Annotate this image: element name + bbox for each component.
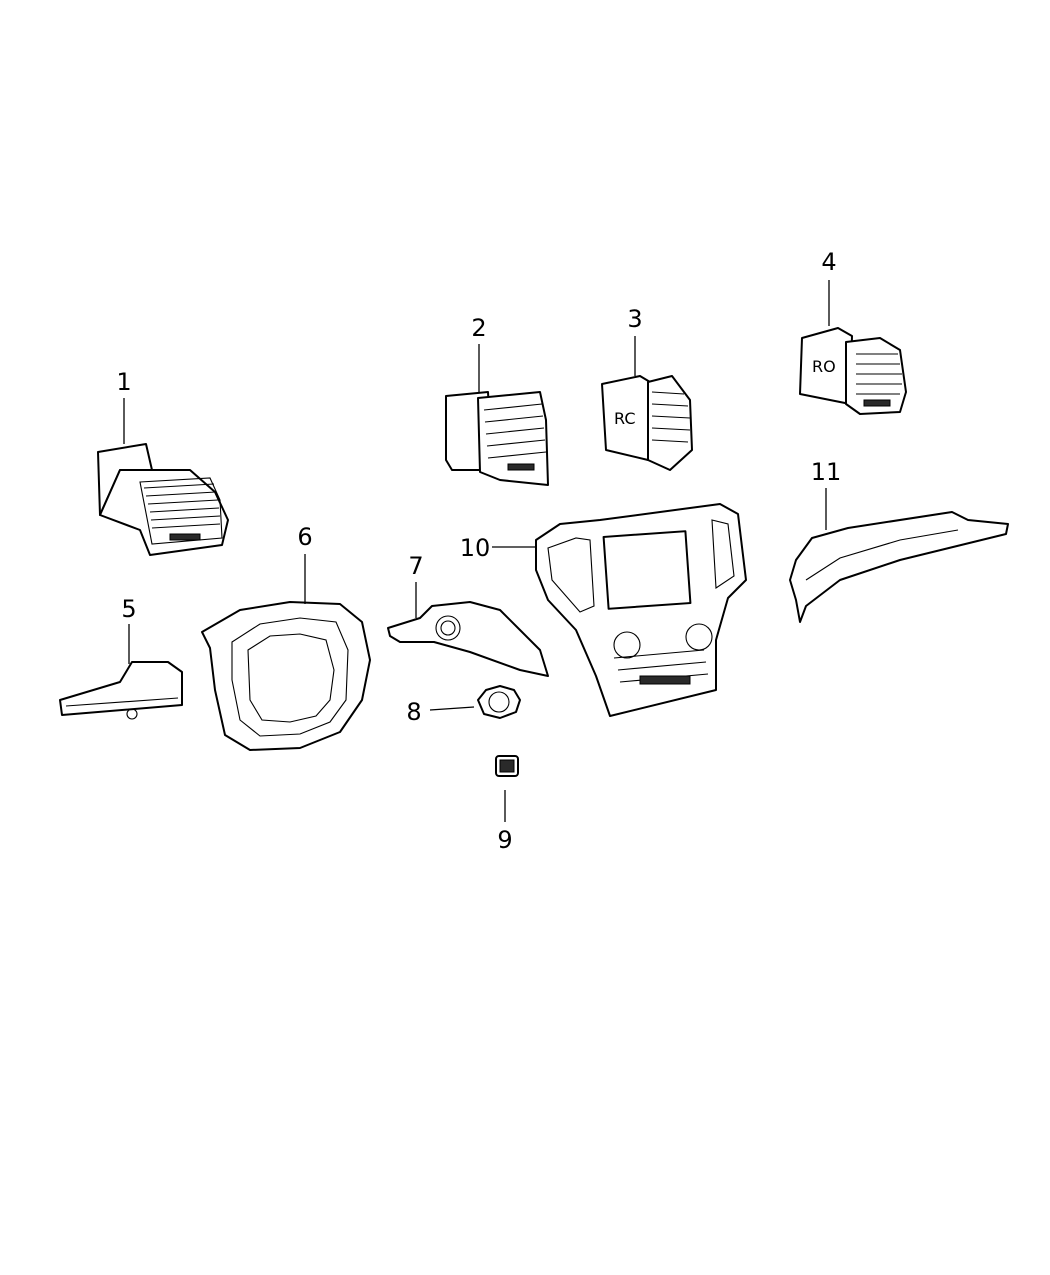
part-5-bezel	[59, 661, 183, 720]
callout-2: 2	[471, 314, 487, 392]
callout-9: 9	[497, 790, 513, 854]
callout-8: 8	[406, 698, 475, 726]
part-1-air-outlet	[97, 443, 229, 556]
callout-3: 3	[627, 305, 643, 376]
callout-6-label: 6	[297, 523, 312, 551]
callout-1-label: 1	[116, 368, 131, 396]
callout-4-label: 4	[821, 248, 836, 276]
callout-6: 6	[297, 523, 313, 604]
part-3-marking: RC	[614, 409, 636, 428]
part-7-switch-bezel	[387, 601, 549, 677]
callout-4: 4	[821, 248, 837, 326]
part-6-cluster-bezel	[201, 601, 371, 751]
callout-5: 5	[121, 595, 137, 664]
callout-3-label: 3	[627, 305, 642, 333]
callout-5-label: 5	[121, 595, 136, 623]
part-3-air-outlet: RC	[601, 375, 693, 471]
part-4-air-outlet: RO	[799, 327, 907, 415]
part-2-air-outlet	[445, 391, 549, 486]
callout-9-label: 9	[497, 826, 512, 854]
callout-8-label: 8	[406, 698, 421, 726]
callout-1: 1	[116, 368, 132, 444]
callout-11: 11	[811, 458, 842, 530]
callout-7: 7	[408, 552, 424, 618]
callout-10: 10	[460, 534, 536, 562]
callout-7-label: 7	[408, 552, 423, 580]
part-8-ring	[477, 685, 521, 719]
part-10-center-stack-bezel	[535, 503, 747, 717]
callout-2-label: 2	[471, 314, 486, 342]
callout-10-label: 10	[460, 534, 491, 562]
callout-11-label: 11	[811, 458, 842, 486]
part-11-trim-panel	[789, 511, 1009, 623]
part-9-switch	[495, 755, 519, 777]
part-4-marking: RO	[812, 357, 836, 376]
